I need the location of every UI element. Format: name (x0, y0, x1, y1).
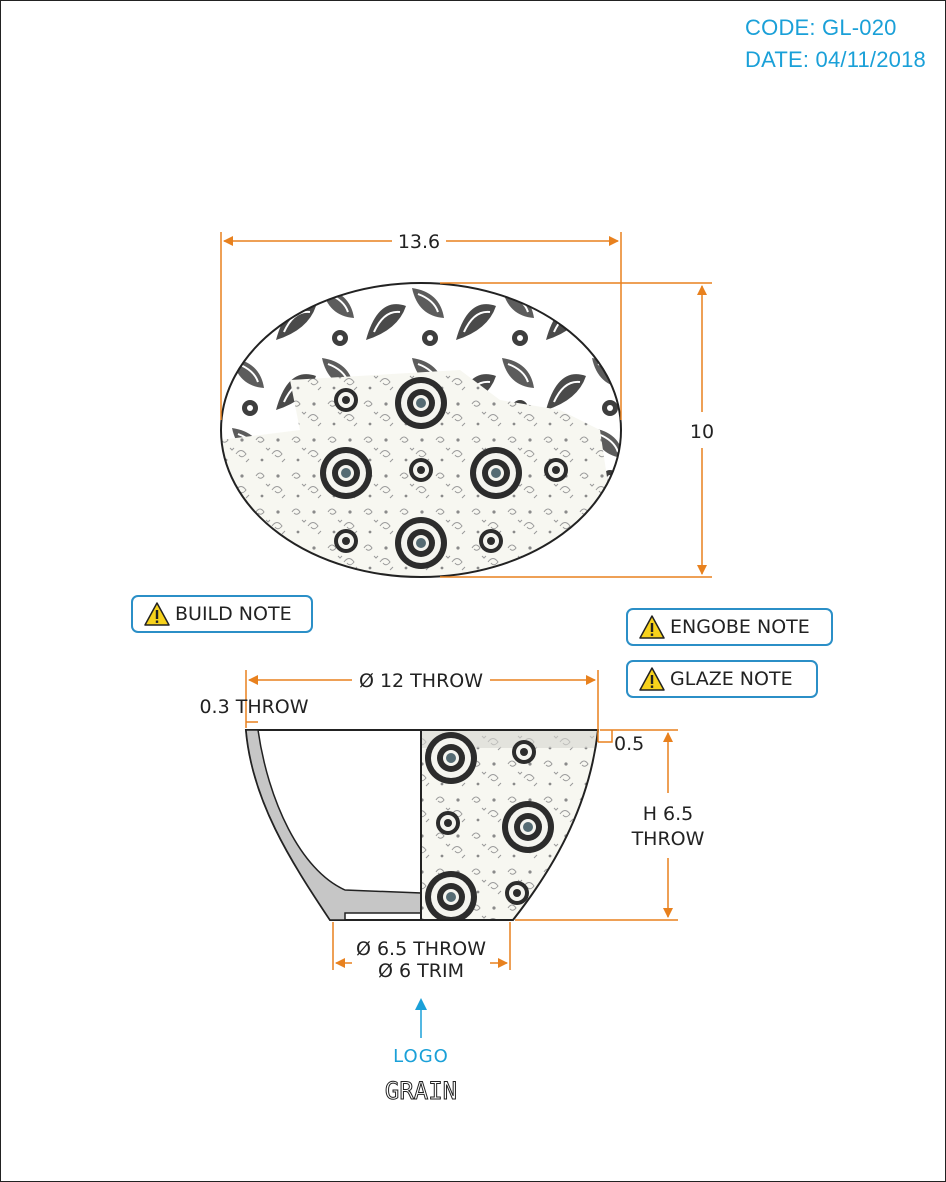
title-block: CODE: GL-020 DATE: 04/11/2018 (745, 12, 926, 76)
top-view-outline (220, 282, 622, 578)
foot-throw-label: Ø 6.5 THROW (356, 938, 486, 960)
logo-label: LOGO (393, 1046, 449, 1067)
wall-thickness-label: 0.3 THROW (199, 696, 308, 718)
warning-triangle-icon (144, 602, 170, 626)
engobe-note-label: ENGOBE NOTE (670, 616, 810, 638)
rim-diameter-label: Ø 12 THROW (359, 670, 483, 692)
product-code: CODE: GL-020 (745, 15, 897, 40)
rim-offset-leader (598, 730, 613, 743)
top-view-pattern (221, 283, 621, 577)
build-note-button[interactable]: BUILD NOTE (131, 595, 313, 633)
bowl-right-outline (420, 729, 600, 921)
top-view-dimensions (220, 232, 712, 578)
warning-triangle-icon (639, 667, 665, 691)
height-label-line2: THROW (631, 828, 705, 850)
engobe-note-button[interactable]: ENGOBE NOTE (626, 608, 833, 646)
warning-triangle-icon (639, 615, 665, 639)
glaze-note-button[interactable]: GLAZE NOTE (626, 660, 818, 698)
width-label: 13.6 (398, 231, 440, 253)
height-label-line1: H 6.5 (643, 803, 694, 825)
glaze-note-label: GLAZE NOTE (670, 668, 793, 690)
top-view (220, 282, 622, 578)
arrow-up-icon (415, 998, 427, 1038)
logo-stamp: GRAIN (385, 1077, 457, 1105)
side-view-dimensions (245, 670, 678, 970)
rim-offset-label: 0.5 (614, 733, 644, 755)
drawing-date: DATE: 04/11/2018 (745, 47, 926, 72)
depth-label: 10 (690, 421, 714, 443)
foot-trim-label: Ø 6 TRIM (378, 960, 464, 982)
bowl-right-pattern (421, 730, 598, 920)
build-note-label: BUILD NOTE (175, 603, 292, 625)
side-view (244, 729, 600, 921)
